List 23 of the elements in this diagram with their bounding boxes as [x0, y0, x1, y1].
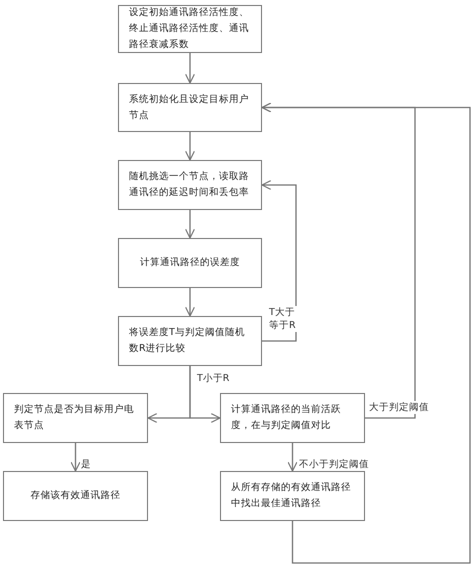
process-box: 系统初始化且设定目标用户节点 — [118, 83, 262, 132]
process-box: 计算通讯路径的误差度 — [118, 238, 262, 288]
process-box: 判定节点是否为目标用户电表节点 — [3, 393, 148, 443]
process-box: 将误差度T与判定阈值随机数R进行比较 — [118, 316, 262, 366]
edge-label: 是 — [80, 458, 92, 471]
arrow — [184, 210, 196, 239]
arrow — [184, 53, 196, 84]
edge-label: 大于判定阈值 — [368, 401, 430, 414]
arrow — [261, 102, 471, 564]
arrow — [184, 132, 196, 161]
process-box: 存储该有效通讯路径 — [3, 471, 148, 521]
process-box: 计算通讯路径的当前活跃度，在与判定阈值对比 — [220, 393, 365, 443]
edge-label: T大于等于R — [268, 306, 298, 332]
process-box: 从所有存储的有效通讯路径中找出最佳通讯路径 — [220, 471, 365, 521]
arrow — [184, 288, 196, 317]
arrow — [261, 180, 297, 342]
arrow — [189, 366, 221, 424]
process-box: 随机挑选一个节点，读取路通讯径的延迟时间和丢包率 — [118, 160, 262, 210]
edge-label: 不小于判定阈值 — [298, 458, 370, 471]
process-box: 设定初始通讯路径活性度、终止通讯路径活性度、通讯路径衰减系数 — [118, 5, 262, 53]
edge-label: T小于R — [196, 372, 230, 385]
arrow — [287, 443, 298, 472]
arrow — [70, 443, 81, 472]
